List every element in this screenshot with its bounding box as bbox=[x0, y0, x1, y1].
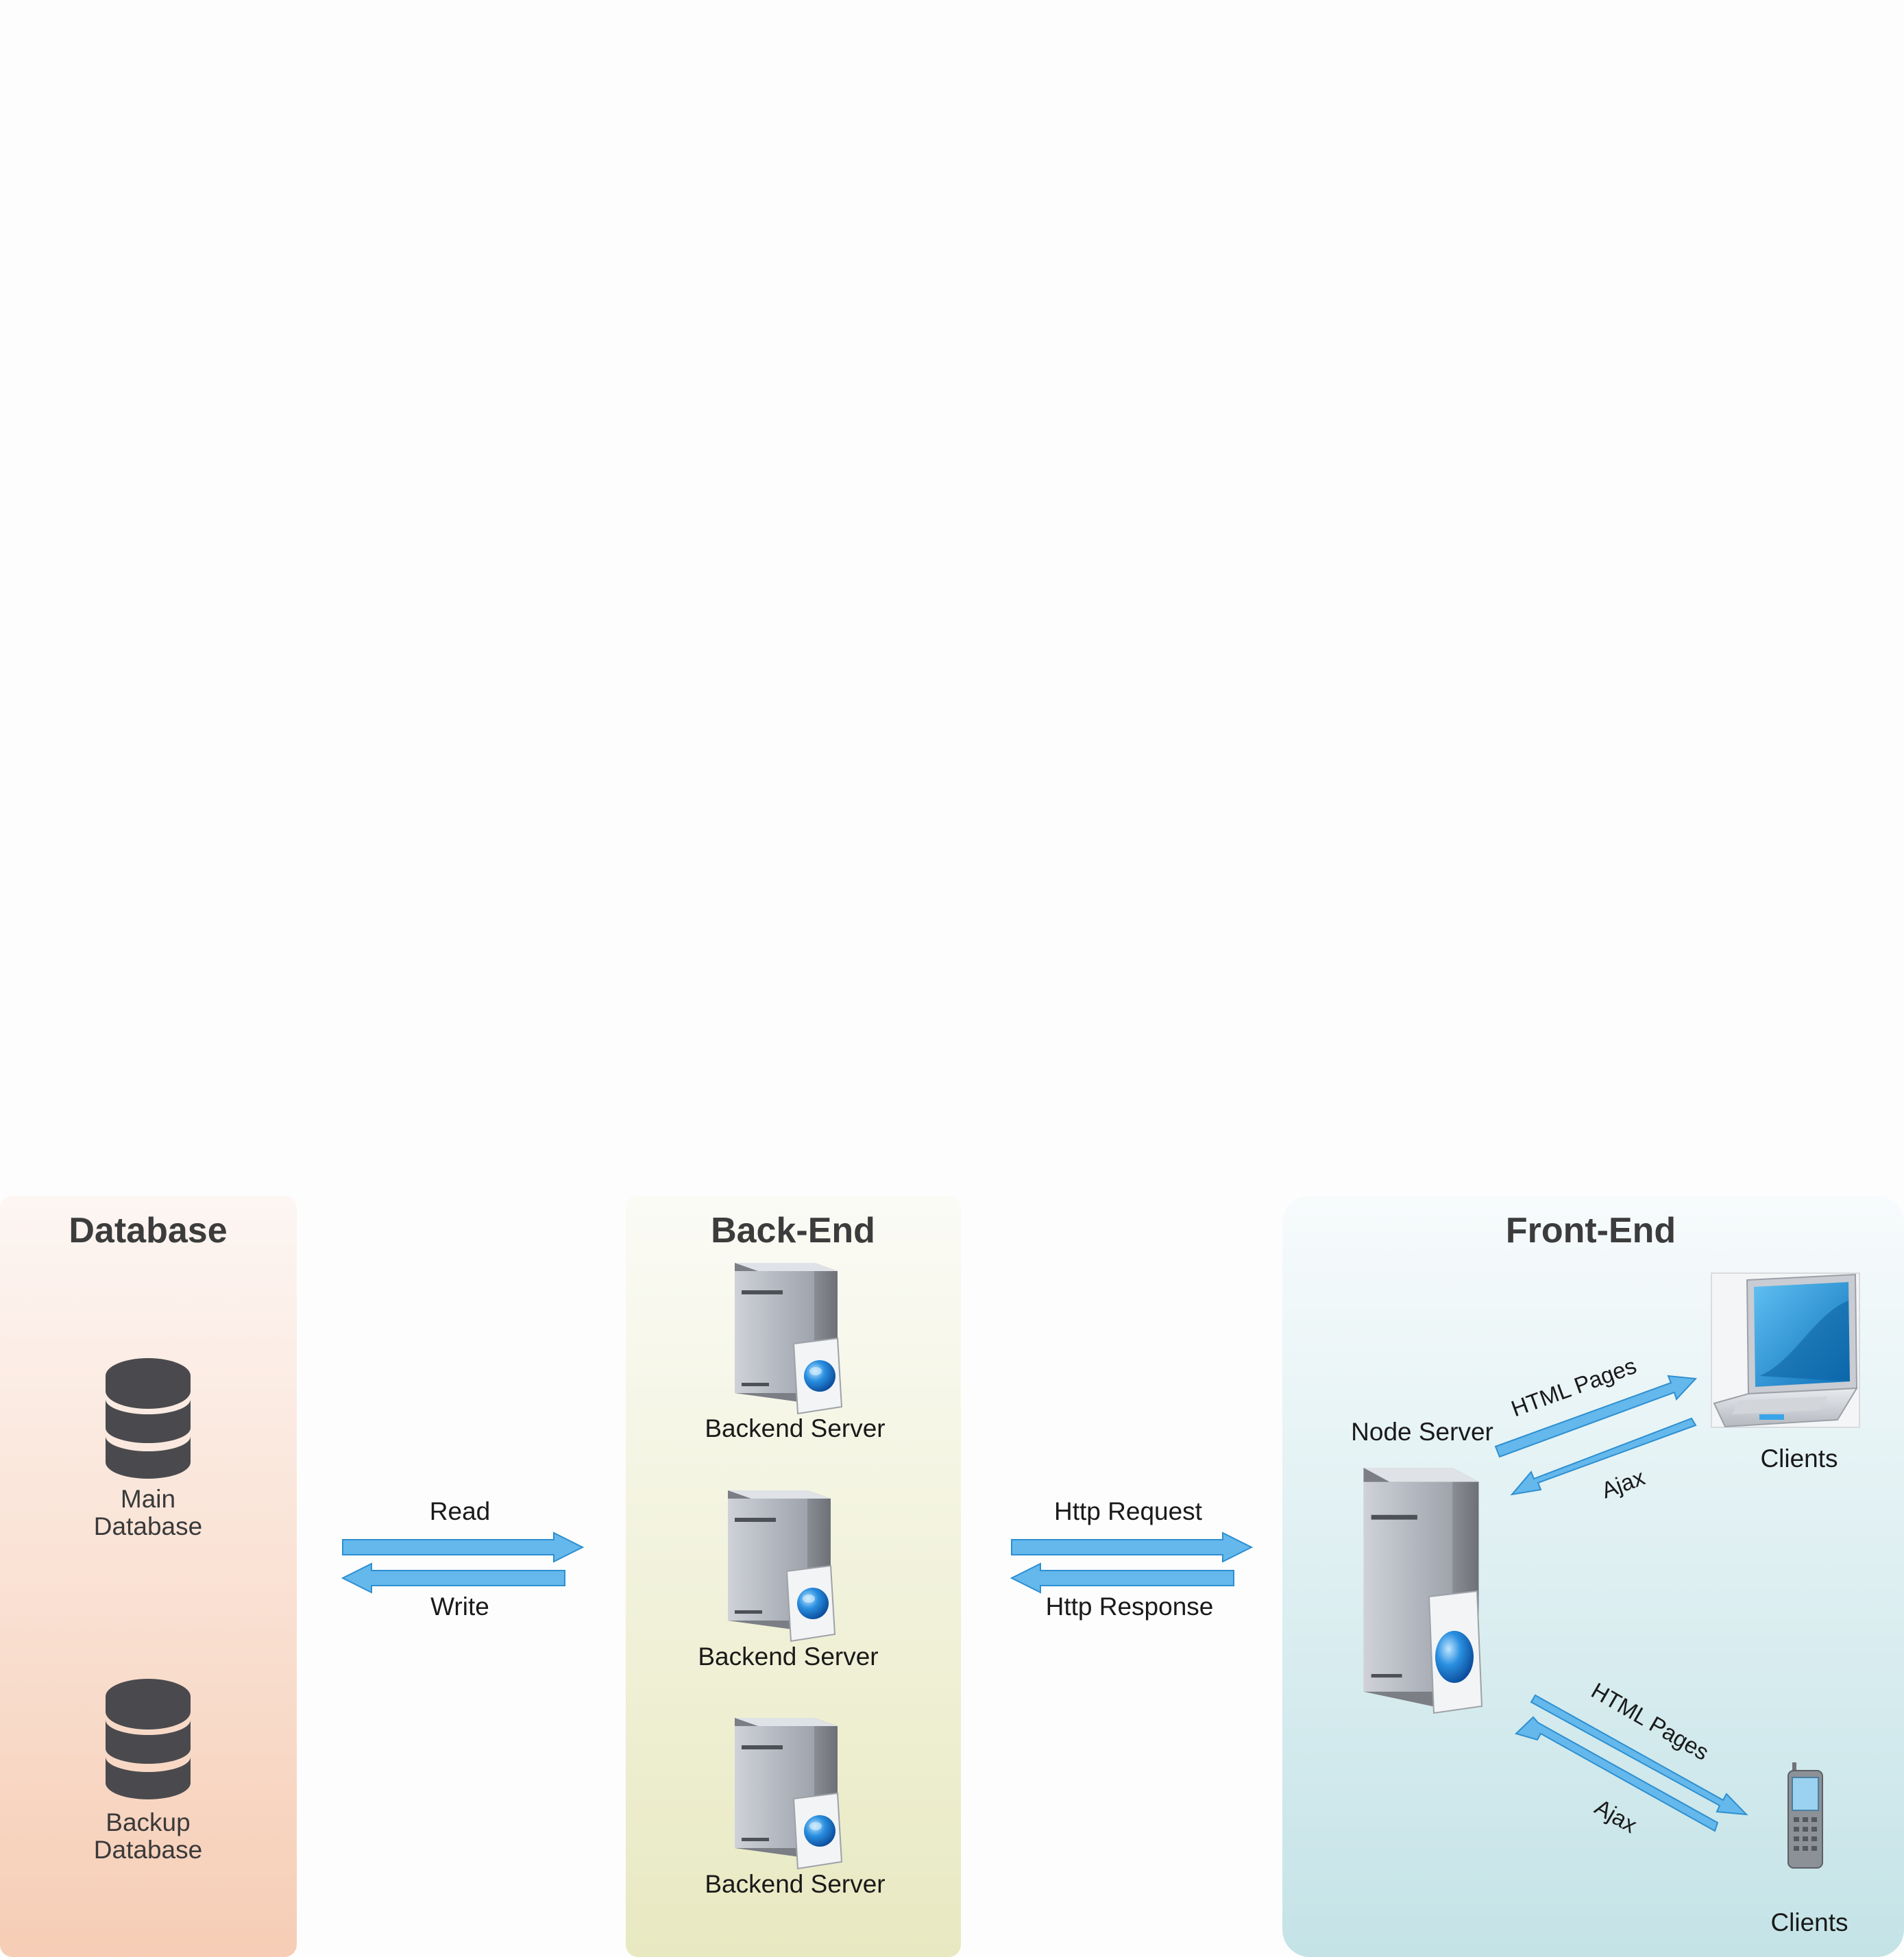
backend-server-1-label: Backend Server bbox=[705, 1414, 885, 1442]
backup-database-icon bbox=[106, 1679, 191, 1799]
http-response-label: Http Response bbox=[1046, 1592, 1214, 1621]
database-section-title: Database bbox=[69, 1211, 227, 1251]
backend-server-1-icon bbox=[734, 1262, 842, 1414]
frontend-section-title: Front-End bbox=[1506, 1211, 1676, 1251]
database-panel bbox=[0, 1196, 297, 1957]
laptop-client-label: Clients bbox=[1760, 1444, 1838, 1473]
node-server-label: Node Server bbox=[1351, 1418, 1493, 1446]
backend-server-2-icon bbox=[727, 1490, 835, 1642]
main-database-icon bbox=[106, 1358, 191, 1479]
backend-server-3-icon bbox=[734, 1717, 842, 1869]
mobile-phone-icon bbox=[1787, 1762, 1823, 1869]
html-pages-to-laptop-arrow bbox=[1494, 1375, 1698, 1458]
main-database-label-line1: Main bbox=[121, 1485, 175, 1513]
backup-database-label-line1: Backup bbox=[106, 1808, 190, 1836]
laptop-icon bbox=[1711, 1272, 1860, 1428]
phone-client-label: Clients bbox=[1770, 1908, 1848, 1936]
backup-database-label-line2: Database bbox=[94, 1836, 202, 1864]
write-arrow bbox=[341, 1562, 565, 1594]
ajax-from-laptop-arrow bbox=[1510, 1417, 1697, 1496]
backend-section-title: Back-End bbox=[711, 1211, 875, 1251]
backend-server-2-label: Backend Server bbox=[698, 1642, 878, 1671]
http-request-label: Http Request bbox=[1054, 1497, 1203, 1525]
write-label: Write bbox=[430, 1592, 489, 1621]
backend-server-3-label: Backend Server bbox=[705, 1870, 885, 1898]
node-server-globe-card-icon bbox=[1428, 1590, 1483, 1714]
http-request-arrow bbox=[1011, 1531, 1254, 1563]
http-response-arrow bbox=[1010, 1562, 1234, 1594]
read-label: Read bbox=[430, 1497, 490, 1525]
read-arrow bbox=[342, 1531, 585, 1563]
html-pages-to-phone-arrow bbox=[1530, 1694, 1748, 1816]
main-database-label-line2: Database bbox=[94, 1512, 202, 1540]
ajax-from-phone-arrow bbox=[1515, 1716, 1719, 1832]
